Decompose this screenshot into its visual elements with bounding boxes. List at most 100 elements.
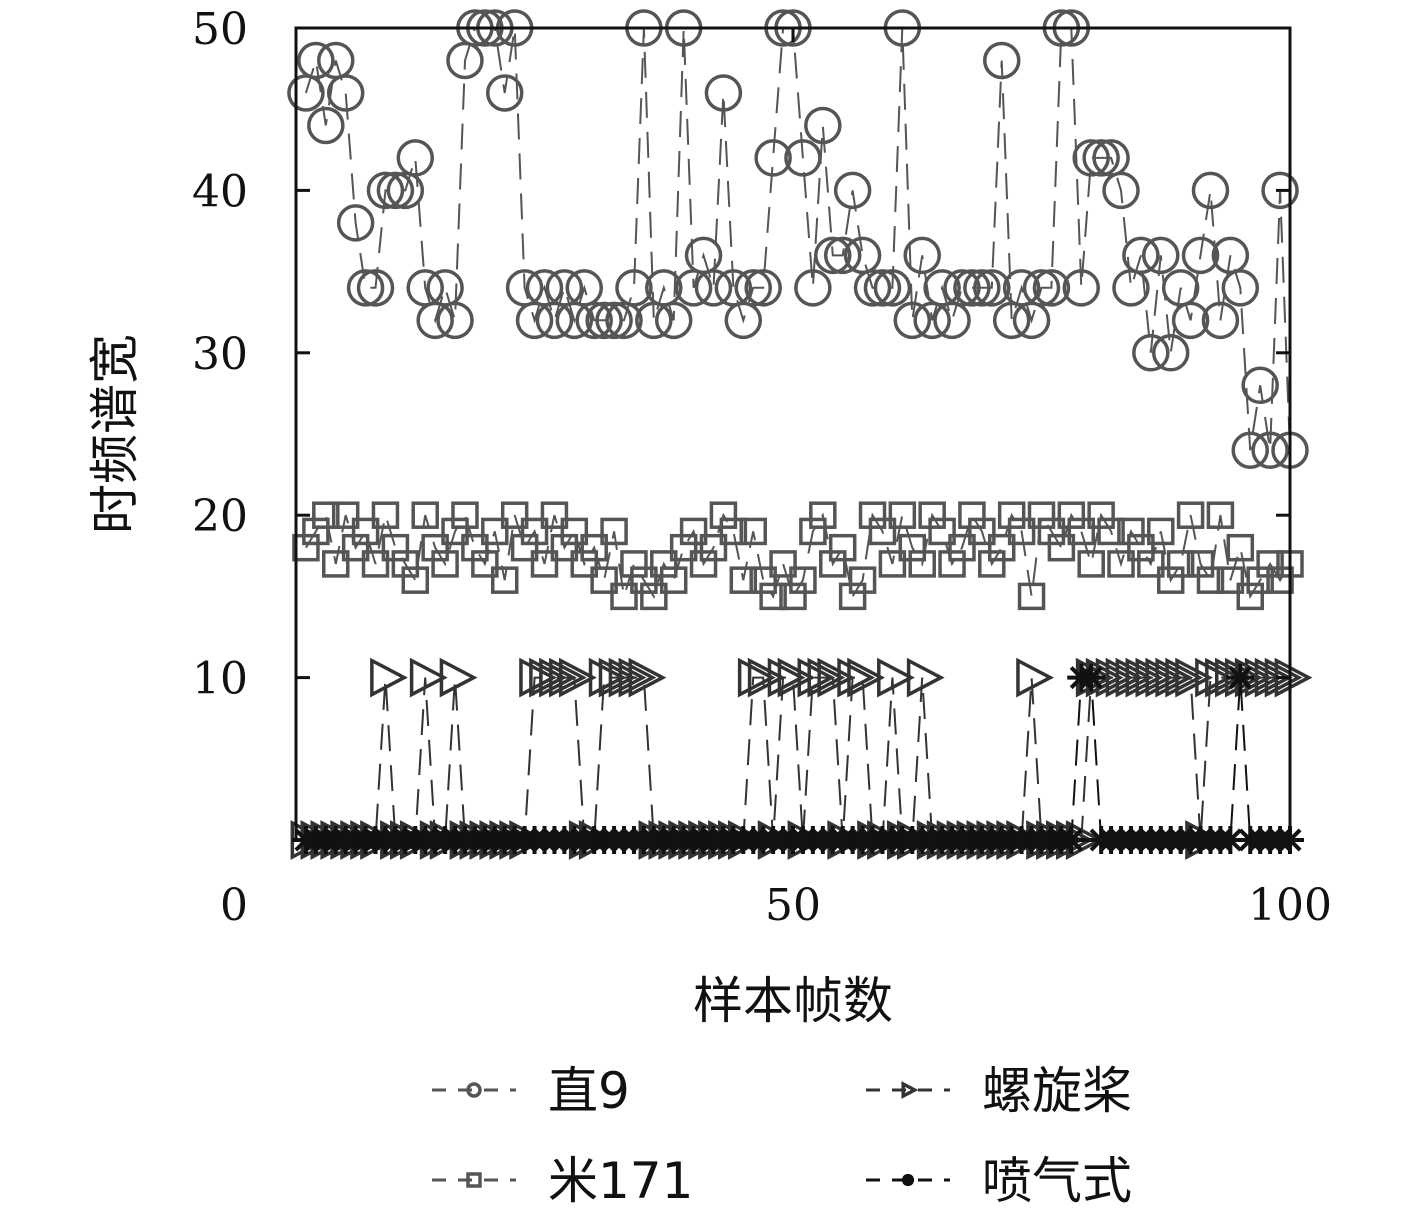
data-point bbox=[436, 301, 474, 340]
data-point bbox=[650, 550, 678, 578]
data-point bbox=[903, 236, 941, 275]
data-point bbox=[580, 533, 608, 562]
data-point bbox=[409, 657, 448, 698]
data-point bbox=[749, 566, 777, 594]
series-layer bbox=[287, 9, 1313, 860]
data-point bbox=[817, 657, 856, 698]
data-point bbox=[391, 550, 420, 578]
data-point bbox=[1117, 517, 1145, 546]
legend-item-1: 直9 bbox=[432, 1062, 630, 1120]
data-point bbox=[421, 533, 449, 562]
data-point bbox=[888, 501, 917, 529]
data-point bbox=[540, 501, 569, 529]
data-point bbox=[767, 657, 806, 698]
data-point bbox=[1251, 431, 1289, 469]
data-point bbox=[535, 301, 574, 340]
data-point bbox=[608, 657, 647, 698]
x-tick-label: 0 bbox=[220, 880, 248, 931]
data-point bbox=[1105, 657, 1144, 698]
legend-item-4: 喷气式 bbox=[866, 1152, 1132, 1210]
data-point bbox=[669, 533, 698, 562]
legend-marker bbox=[466, 1172, 482, 1188]
legend-item-3: 螺旋桨 bbox=[866, 1062, 1132, 1120]
data-point bbox=[585, 301, 623, 340]
series-line bbox=[305, 512, 1291, 600]
data-point bbox=[1107, 550, 1135, 578]
data-point bbox=[1266, 566, 1294, 594]
data-point bbox=[873, 269, 912, 307]
data-point bbox=[814, 236, 852, 275]
data-point bbox=[837, 657, 876, 698]
data-point bbox=[1077, 663, 1106, 692]
data-point bbox=[958, 501, 986, 529]
data-point bbox=[1082, 139, 1120, 177]
data-point bbox=[868, 517, 897, 546]
data-point bbox=[982, 41, 1021, 80]
data-point bbox=[978, 550, 1006, 578]
data-point bbox=[341, 533, 370, 562]
data-point bbox=[1256, 550, 1284, 578]
data-point bbox=[833, 171, 872, 210]
data-point bbox=[1037, 517, 1066, 546]
data-point bbox=[1205, 657, 1243, 698]
data-point bbox=[1226, 533, 1255, 562]
data-point bbox=[1254, 657, 1293, 698]
x-axis-title: 样本帧数 bbox=[693, 972, 893, 1030]
data-point bbox=[529, 657, 567, 698]
data-point bbox=[877, 657, 915, 698]
data-point bbox=[1022, 269, 1061, 307]
data-point bbox=[878, 550, 907, 578]
data-point bbox=[549, 657, 587, 698]
data-point bbox=[734, 269, 772, 307]
data-point bbox=[471, 550, 499, 578]
data-point bbox=[863, 269, 902, 307]
data-point bbox=[1097, 517, 1125, 546]
data-point bbox=[893, 301, 932, 340]
data-point bbox=[838, 582, 867, 611]
y-tick-label: 40 bbox=[192, 166, 248, 217]
data-point bbox=[336, 204, 375, 242]
data-point bbox=[973, 269, 1011, 307]
series-line bbox=[304, 27, 1291, 451]
data-point bbox=[560, 517, 589, 546]
data-point bbox=[908, 550, 936, 578]
data-point bbox=[858, 501, 887, 529]
data-point bbox=[351, 517, 380, 546]
plot-area-frame bbox=[294, 26, 1292, 842]
data-point bbox=[1112, 269, 1150, 307]
data-point bbox=[1067, 517, 1096, 546]
legend-marker bbox=[901, 1081, 919, 1099]
data-point bbox=[481, 517, 509, 546]
series-line bbox=[305, 676, 1290, 841]
data-point bbox=[754, 139, 792, 177]
legend-label: 螺旋桨 bbox=[982, 1062, 1132, 1120]
data-point bbox=[769, 550, 797, 578]
data-point bbox=[1125, 657, 1164, 698]
data-point bbox=[615, 269, 653, 307]
data-point bbox=[376, 171, 415, 210]
data-point bbox=[1191, 171, 1230, 210]
data-point bbox=[1206, 501, 1235, 529]
data-point bbox=[1231, 431, 1269, 469]
data-point bbox=[938, 550, 966, 578]
data-point bbox=[1264, 657, 1303, 698]
data-point bbox=[747, 657, 786, 698]
data-point bbox=[953, 269, 991, 307]
data-point bbox=[1135, 657, 1174, 698]
data-point bbox=[519, 657, 558, 698]
data-point bbox=[628, 657, 667, 698]
data-point bbox=[361, 550, 390, 578]
data-point bbox=[797, 657, 836, 698]
data-point bbox=[1145, 657, 1184, 698]
data-point bbox=[809, 501, 837, 529]
data-point bbox=[847, 657, 886, 698]
data-point bbox=[451, 501, 479, 529]
data-point bbox=[441, 517, 469, 546]
data-point bbox=[1201, 301, 1240, 340]
data-point bbox=[759, 582, 787, 611]
data-point bbox=[396, 139, 435, 177]
data-point bbox=[928, 517, 956, 546]
